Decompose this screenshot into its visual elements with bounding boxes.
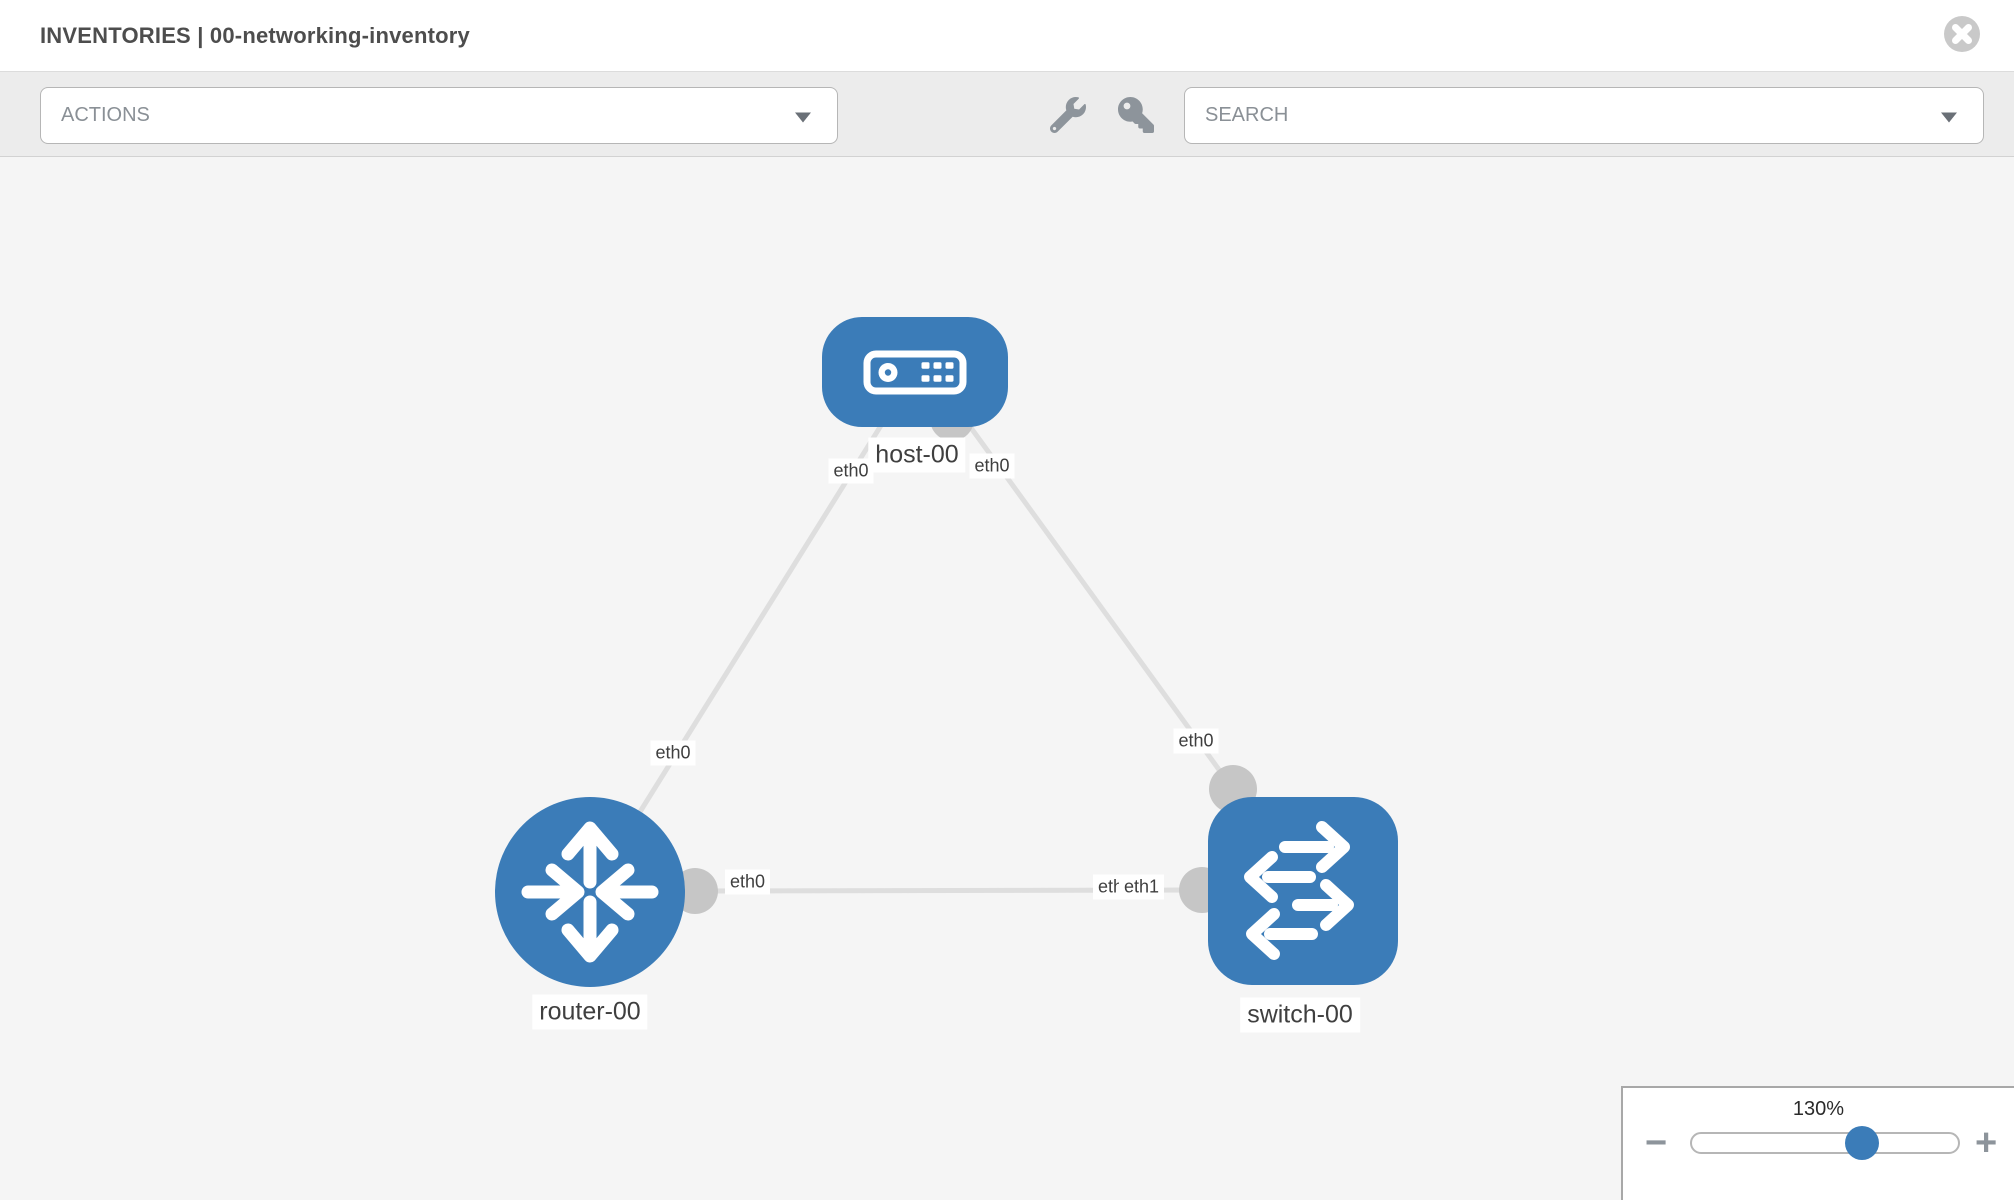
plus-icon: + [1975, 1122, 1998, 1164]
zoom-slider[interactable] [1690, 1126, 1960, 1160]
iface-label-host-eth0-left: eth0 [828, 458, 874, 484]
close-icon [1944, 16, 1980, 52]
iface-label-switch-eth1: eth1 [1119, 874, 1165, 900]
node-label-switch-00: switch-00 [1240, 997, 1360, 1033]
toolbar: ACTIONS SEARCH [0, 72, 2014, 157]
page-title: INVENTORIES | 00-networking-inventory [40, 23, 470, 48]
zoom-slider-handle[interactable] [1845, 1126, 1880, 1160]
titlebar: INVENTORIES | 00-networking-inventory [0, 0, 2014, 72]
actions-dropdown[interactable]: ACTIONS [40, 87, 838, 144]
actions-dropdown-label: ACTIONS [61, 104, 150, 126]
node-label-host-00: host-00 [868, 437, 966, 473]
node-router-00[interactable] [495, 797, 685, 987]
iface-label-router-eth0: eth0 [725, 869, 771, 895]
configure-button[interactable] [1046, 96, 1090, 136]
key-icon [1118, 96, 1154, 133]
close-button[interactable] [1944, 16, 1980, 52]
node-switch-00[interactable] [1208, 797, 1398, 985]
zoom-panel: 130% − + [1621, 1086, 2014, 1200]
iface-label-router-eth0-uplink: eth0 [650, 740, 696, 766]
node-host-00[interactable] [822, 317, 1008, 427]
node-label-router-00: router-00 [532, 994, 648, 1030]
zoom-level-value: 130% [1792, 1098, 1845, 1120]
router-arrows-icon [521, 821, 659, 963]
credentials-button[interactable] [1114, 96, 1158, 136]
interface-connectors [672, 397, 1257, 914]
wrench-icon [1049, 96, 1086, 133]
iface-label-host-eth0-right: eth0 [969, 453, 1015, 479]
zoom-in-button[interactable]: + [1975, 1124, 1997, 1162]
search-dropdown[interactable]: SEARCH [1184, 87, 1984, 144]
iface-label-switch-eth0-uplink: eth0 [1173, 728, 1219, 754]
server-icon [863, 350, 967, 395]
topology-canvas[interactable]: eth0 eth0 eth0 eth0 eth0 eth0 eth1 host-… [0, 157, 2014, 1200]
zoom-out-button[interactable]: − [1645, 1124, 1667, 1162]
chevron-down-icon [1941, 112, 1957, 122]
chevron-down-icon [795, 112, 811, 122]
minus-icon: − [1645, 1122, 1668, 1164]
search-dropdown-label: SEARCH [1205, 104, 1289, 126]
switch-arrows-icon [1244, 821, 1354, 960]
